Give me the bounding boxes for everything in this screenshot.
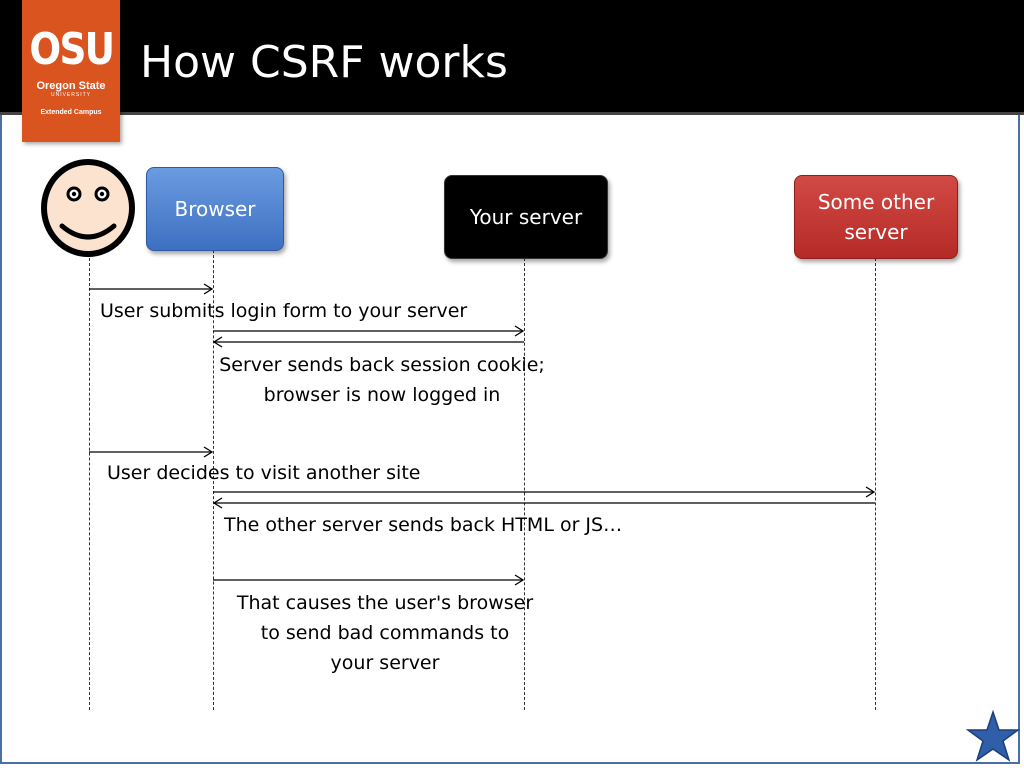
logo-campus: Extended Campus <box>40 109 102 116</box>
smiley-face-icon <box>41 159 135 257</box>
logo-osu-text: OSU <box>29 24 115 75</box>
message-login-form: User submits login form to your server <box>100 300 468 322</box>
browser-lifeline <box>213 250 214 710</box>
message-session-cookie: Server sends back session cookie; browse… <box>204 350 560 410</box>
arrowhead <box>514 325 525 337</box>
star-icon <box>966 710 1020 762</box>
arrowhead <box>203 446 214 458</box>
message-visit-another-site: User decides to visit another site <box>107 462 421 484</box>
title-bar: How CSRF works <box>0 0 1024 115</box>
browser-box: Browser <box>146 167 284 251</box>
arrowhead <box>514 574 525 586</box>
other-server-lifeline <box>875 258 876 710</box>
logo-name: Oregon State <box>36 80 106 92</box>
your-server-box: Your server <box>444 175 608 259</box>
your-server-label: Your server <box>469 205 583 229</box>
arrowhead <box>203 283 214 295</box>
message-bad-commands-line1: That causes the user's browser <box>236 592 534 614</box>
other-server-label-line2: server <box>844 220 908 244</box>
message-bad-commands-line3: your server <box>330 652 440 674</box>
logo-university: UNIVERSITY <box>50 92 91 98</box>
page-title: How CSRF works <box>140 37 508 88</box>
message-bad-commands-line2: to send bad commands to <box>260 622 510 644</box>
arrowhead <box>212 497 223 509</box>
browser-label: Browser <box>174 197 256 221</box>
arrowhead <box>212 336 223 348</box>
other-server-box: Some other server <box>794 175 958 259</box>
user-lifeline <box>89 258 90 710</box>
message-session-cookie-line1: Server sends back session cookie; <box>219 354 545 376</box>
arrowhead <box>865 486 876 498</box>
your-server-lifeline <box>524 258 525 710</box>
other-server-label-line1: Some other <box>817 190 935 214</box>
message-bad-commands: That causes the user's browser to send b… <box>222 588 548 678</box>
message-html-or-js: The other server sends back HTML or JS… <box>224 514 623 536</box>
message-session-cookie-line2: browser is now logged in <box>263 384 501 406</box>
osu-logo: OSU Oregon State UNIVERSITY Extended Cam… <box>22 0 120 142</box>
